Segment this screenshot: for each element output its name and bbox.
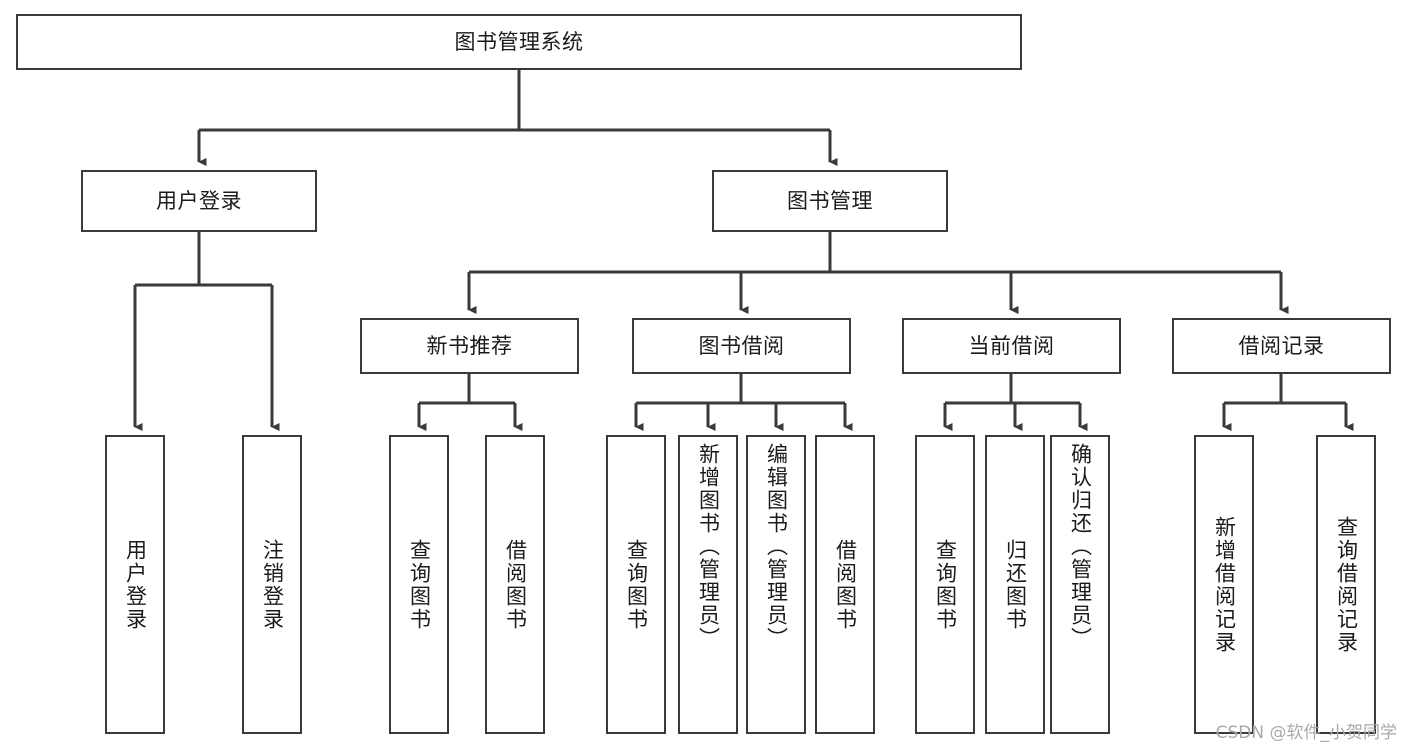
- node-leaf-edit-book[interactable]: 编辑图书（管理员）: [746, 435, 806, 734]
- node-book-manage[interactable]: 图书管理: [712, 170, 948, 232]
- node-current-borrow-label: 当前借阅: [968, 333, 1055, 358]
- node-leaf-add-borrow-record[interactable]: 新增借阅记录: [1194, 435, 1254, 734]
- node-leaf-user-login[interactable]: 用户登录: [105, 435, 165, 734]
- node-root-label: 图书管理系统: [454, 29, 584, 54]
- node-leaf-return-book[interactable]: 归还图书: [985, 435, 1045, 734]
- node-leaf-query-book-3[interactable]: 查询图书: [915, 435, 975, 734]
- node-leaf-edit-book-label: 编辑图书（管理员）: [764, 443, 789, 650]
- node-book-borrow[interactable]: 图书借阅: [632, 318, 851, 374]
- node-leaf-query-book-2[interactable]: 查询图书: [606, 435, 666, 734]
- node-new-book-recommend-label: 新书推荐: [426, 333, 513, 358]
- node-leaf-query-book-1-label: 查询图书: [407, 538, 432, 631]
- node-borrow-record-label: 借阅记录: [1238, 333, 1325, 358]
- node-leaf-return-book-label: 归还图书: [1003, 538, 1028, 631]
- node-leaf-confirm-return[interactable]: 确认归还（管理员）: [1050, 435, 1110, 734]
- node-leaf-query-book-2-label: 查询图书: [624, 538, 649, 631]
- node-new-book-recommend[interactable]: 新书推荐: [360, 318, 579, 374]
- node-leaf-add-borrow-record-label: 新增借阅记录: [1212, 515, 1237, 654]
- node-leaf-confirm-return-label: 确认归还（管理员）: [1068, 443, 1093, 650]
- node-book-borrow-label: 图书借阅: [698, 333, 785, 358]
- node-leaf-borrow-book-1-label: 借阅图书: [503, 538, 528, 631]
- node-leaf-user-login-label: 用户登录: [123, 538, 148, 631]
- node-root[interactable]: 图书管理系统: [16, 14, 1022, 70]
- node-leaf-borrow-book-1[interactable]: 借阅图书: [485, 435, 545, 734]
- node-user-login[interactable]: 用户登录: [81, 170, 317, 232]
- node-leaf-logout-label: 注销登录: [260, 538, 285, 631]
- node-leaf-query-borrow-record-label: 查询借阅记录: [1334, 515, 1359, 654]
- node-leaf-add-book[interactable]: 新增图书（管理员）: [678, 435, 738, 734]
- node-leaf-query-book-1[interactable]: 查询图书: [389, 435, 449, 734]
- node-borrow-record[interactable]: 借阅记录: [1172, 318, 1391, 374]
- node-leaf-borrow-book-2[interactable]: 借阅图书: [815, 435, 875, 734]
- node-current-borrow[interactable]: 当前借阅: [902, 318, 1121, 374]
- node-leaf-query-borrow-record[interactable]: 查询借阅记录: [1316, 435, 1376, 734]
- node-leaf-borrow-book-2-label: 借阅图书: [833, 538, 858, 631]
- node-user-login-label: 用户登录: [156, 188, 242, 213]
- watermark: CSDN @软件_小贺同学: [1215, 723, 1397, 743]
- node-book-manage-label: 图书管理: [787, 188, 873, 213]
- node-leaf-add-book-label: 新增图书（管理员）: [696, 443, 721, 650]
- node-leaf-query-book-3-label: 查询图书: [933, 538, 958, 631]
- node-leaf-logout[interactable]: 注销登录: [242, 435, 302, 734]
